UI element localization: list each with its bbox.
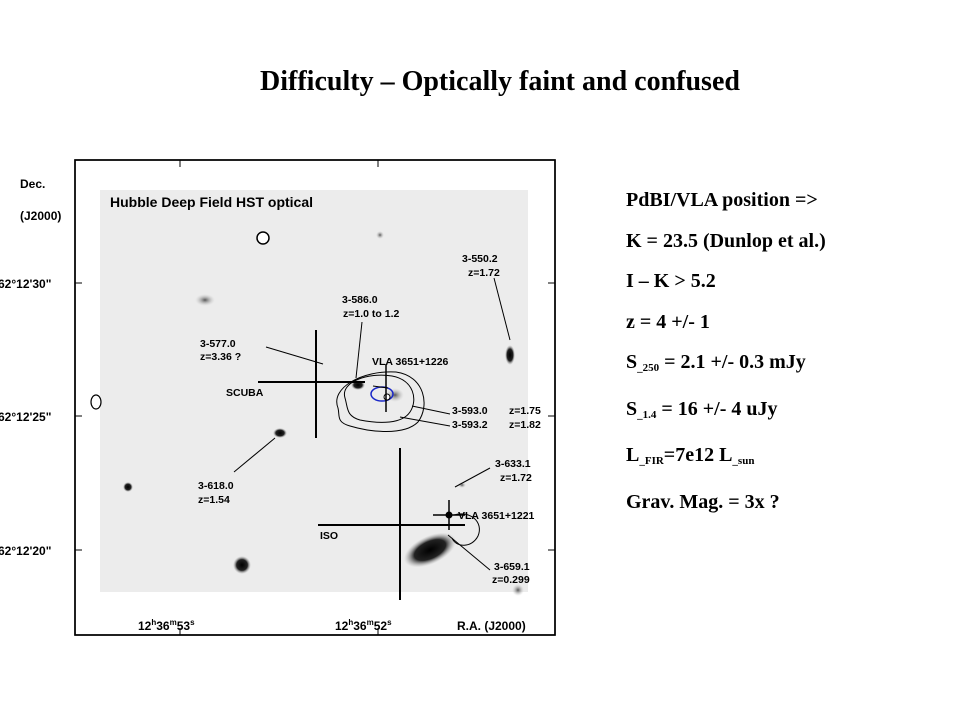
slide-title: Difficulty – Optically faint and confuse… — [260, 66, 740, 97]
ra-tick-2: 12h36m52s — [335, 618, 392, 633]
scuba-label: SCUBA — [226, 387, 264, 399]
source-550-2-z: z=1.72 — [468, 267, 500, 279]
source-586-0-name: 3-586.0 — [342, 294, 378, 306]
iso-label: ISO — [320, 530, 338, 542]
dec-epoch-label: (J2000) — [20, 209, 61, 223]
source-659-1-z: z=0.299 — [492, 574, 530, 586]
hdf-image: Hubble Deep Field HST optical Dec. (J200… — [0, 159, 556, 636]
dec-tick-2: 62°12'25" — [0, 410, 51, 424]
source-586-0-z: z=1.0 to 1.2 — [343, 308, 399, 320]
s250-line: S_250 = 2.1 +/- 0.3 mJy — [626, 351, 806, 374]
source-659-1-name: 3-659.1 — [494, 561, 530, 573]
source-618-0-z: z=1.54 — [198, 494, 230, 506]
s14-line: S_1.4 = 16 +/- 4 uJy — [626, 397, 778, 421]
source-593-0-z: z=1.75 — [509, 405, 541, 417]
dec-tick-3: 62°12'20" — [0, 544, 51, 558]
hst-image-area — [100, 190, 528, 592]
source-593-2-name: 3-593.2 — [452, 419, 488, 431]
lfir-line: L_FIR=7e12 L_sun — [626, 444, 755, 467]
source-593-0-name: 3-593.0 — [452, 405, 488, 417]
dec-tick-1: 62°12'30" — [0, 277, 51, 291]
source-577-0-z: z=3.36 ? — [200, 351, 241, 363]
properties-list: PdBI/VLA position => K = 23.5 (Dunlop et… — [626, 190, 946, 532]
source-618-0-name: 3-618.0 — [198, 480, 234, 492]
color-line: I – K > 5.2 — [626, 270, 716, 292]
position-line: PdBI/VLA position => — [626, 189, 818, 211]
source-633-1-name: 3-633.1 — [495, 458, 531, 470]
redshift-line: z = 4 +/- 1 — [626, 310, 710, 333]
source-577-0-name: 3-577.0 — [200, 338, 236, 350]
dec-label: Dec. — [20, 177, 45, 191]
k-magnitude-line: K = 23.5 (Dunlop et al.) — [626, 229, 826, 252]
panel-title: Hubble Deep Field HST optical — [110, 194, 313, 210]
source-593-2-z: z=1.82 — [509, 419, 541, 431]
vla-1226-label: VLA 3651+1226 — [372, 356, 449, 368]
ra-label: R.A. (J2000) — [457, 619, 526, 633]
hdf-figure: Hubble Deep Field HST optical Dec. (J200… — [0, 150, 560, 640]
source-633-1-z: z=1.72 — [500, 472, 532, 484]
ra-tick-1: 12h36m53s — [138, 618, 195, 633]
vla-1221-label: VLA 3651+1221 — [458, 510, 535, 522]
source-550-2-name: 3-550.2 — [462, 253, 498, 265]
lensing-line: Grav. Mag. = 3x ? — [626, 490, 780, 513]
